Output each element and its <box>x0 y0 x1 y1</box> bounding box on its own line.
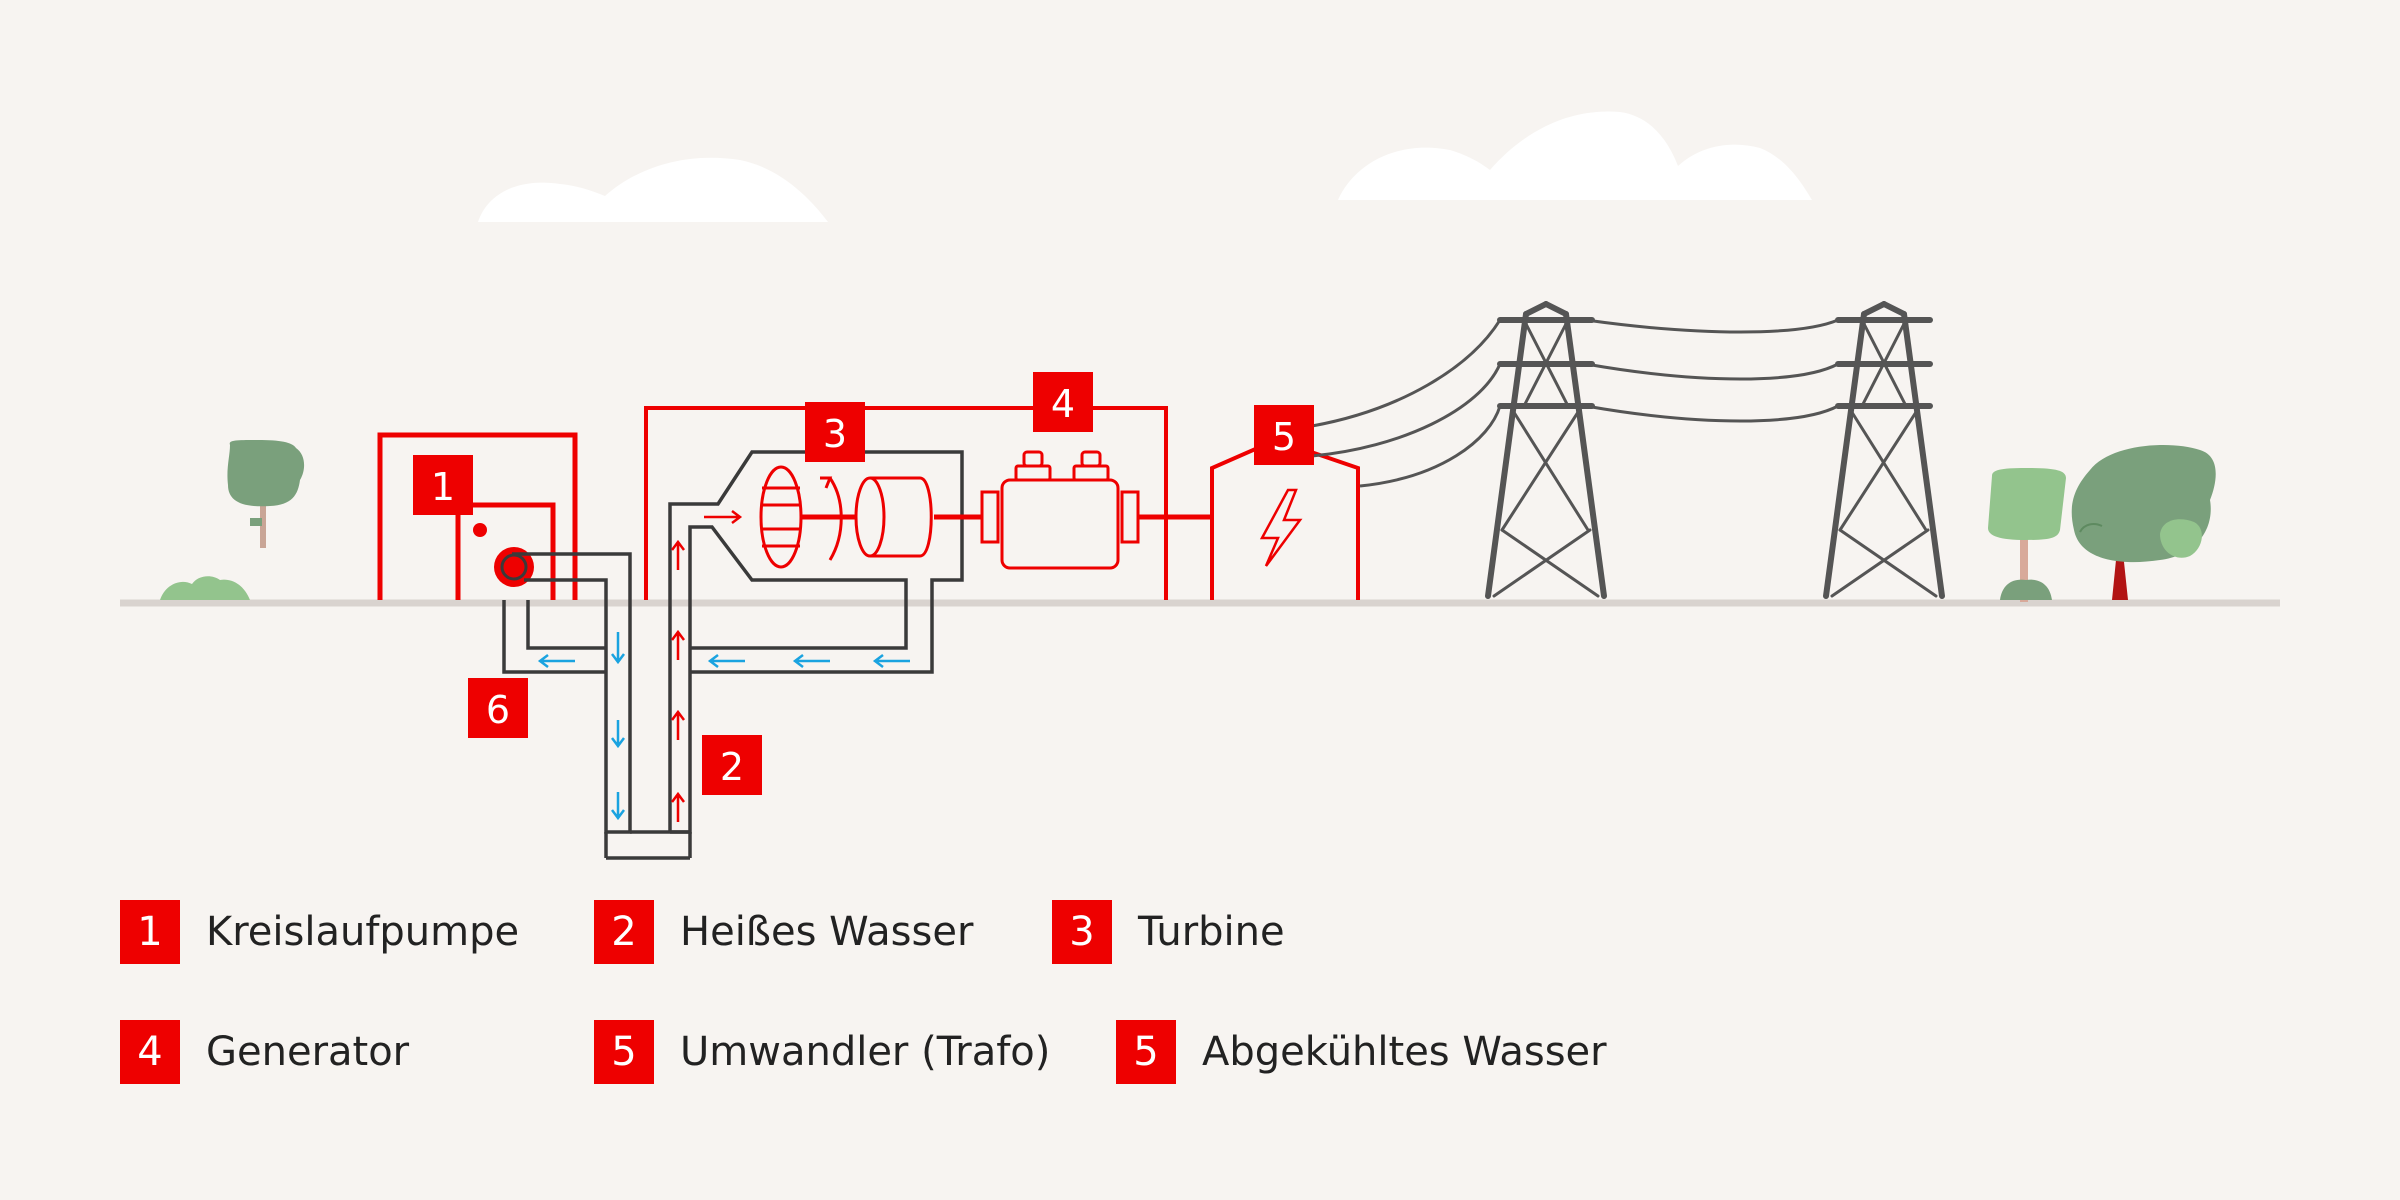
legend-item-2: 2 Heißes Wasser <box>594 900 973 964</box>
legend-badge: 5 <box>1116 1020 1176 1084</box>
marker-5: 5 <box>1254 405 1314 465</box>
legend-badge: 3 <box>1052 900 1112 964</box>
tree-icon <box>1988 468 2066 602</box>
marker-1: 1 <box>413 455 473 515</box>
marker-6: 6 <box>468 678 528 738</box>
marker-6-label: 6 <box>486 688 510 732</box>
lightning-icon <box>1259 488 1303 567</box>
legend-label: Heißes Wasser <box>680 909 974 955</box>
legend-badge: 4 <box>120 1020 180 1084</box>
flow-arrow-icon <box>671 510 743 822</box>
legend-item-1: 1 Kreislaufpumpe <box>120 900 519 964</box>
legend-label: Abgekühltes Wasser <box>1202 1029 1607 1075</box>
power-pylon-icon <box>1485 301 1607 599</box>
marker-3: 3 <box>805 402 865 462</box>
pipe-system <box>502 450 964 860</box>
legend-label: Kreislaufpumpe <box>206 909 520 955</box>
pump-indicator-dot <box>473 523 487 537</box>
generator-icon <box>934 450 1210 570</box>
cloud-icon <box>1338 111 1812 200</box>
legend-item-3: 3 Turbine <box>1052 900 1285 964</box>
pump-building <box>377 432 578 600</box>
marker-4-label: 4 <box>1051 382 1075 426</box>
tree-icon <box>2071 444 2216 600</box>
legend-badge: 2 <box>594 900 654 964</box>
turbine-icon <box>759 465 933 569</box>
cloud-icon <box>478 157 828 222</box>
marker-2: 2 <box>702 735 762 795</box>
plant-frame <box>644 406 1168 600</box>
legend-item-4: 4 Generator <box>120 1020 409 1084</box>
legend-badge: 1 <box>120 900 180 964</box>
legend-item-6: 5 Abgekühltes Wasser <box>1116 1020 1607 1084</box>
legend-item-5: 5 Umwandler (Trafo) <box>594 1020 1050 1084</box>
flow-arrow-icon <box>537 632 910 821</box>
power-lines <box>1311 318 1839 488</box>
marker-3-label: 3 <box>823 412 847 456</box>
marker-1-label: 1 <box>431 465 455 509</box>
marker-2-label: 2 <box>720 745 744 789</box>
legend-label: Generator <box>206 1029 410 1075</box>
tree-icon <box>227 440 305 548</box>
bush-icon <box>160 576 250 600</box>
power-pylon-icon <box>1823 301 1945 599</box>
marker-5-label: 5 <box>1272 415 1296 459</box>
legend-badge: 5 <box>594 1020 654 1084</box>
legend-label: Umwandler (Trafo) <box>680 1029 1051 1075</box>
marker-4: 4 <box>1033 372 1093 432</box>
legend-label: Turbine <box>1138 909 1285 955</box>
